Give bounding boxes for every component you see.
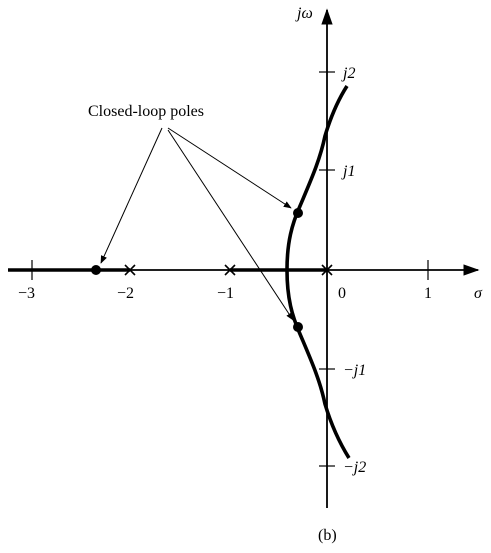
tick-label-re-minus2: −2	[117, 285, 134, 302]
annotation-arrow-lower	[167, 129, 294, 321]
locus-branch-upper	[285, 85, 349, 271]
open-loop-pole-0	[321, 264, 333, 276]
open-loop-pole-minus2	[124, 264, 136, 276]
tick-label-re-minus3: −3	[18, 285, 35, 302]
tick-label-re-1: 1	[424, 285, 432, 302]
closed-loop-pole-real	[91, 265, 101, 275]
imag-axis-label: jω	[295, 5, 313, 22]
tick-label-re-minus1: −1	[217, 285, 234, 302]
tick-label-im-j1: j1	[341, 163, 355, 180]
open-loop-pole-minus1	[224, 264, 236, 276]
tick-label-im-minus-j2: −j2	[343, 459, 366, 476]
annotation-label: Closed-loop poles	[88, 103, 204, 120]
tick-label-im-j2: j2	[341, 65, 355, 82]
annotation-arrow-upper	[167, 127, 292, 209]
tick-label-re-0: 0	[338, 285, 346, 302]
annotation-arrow-real	[100, 127, 163, 264]
real-axis-label: σ	[474, 285, 483, 302]
locus-branch-lower	[285, 269, 351, 459]
closed-loop-pole-lower	[293, 322, 303, 332]
closed-loop-pole-upper	[293, 208, 303, 218]
figure-caption: (b)	[318, 527, 337, 544]
tick-label-im-minus-j1: −j1	[343, 362, 366, 379]
